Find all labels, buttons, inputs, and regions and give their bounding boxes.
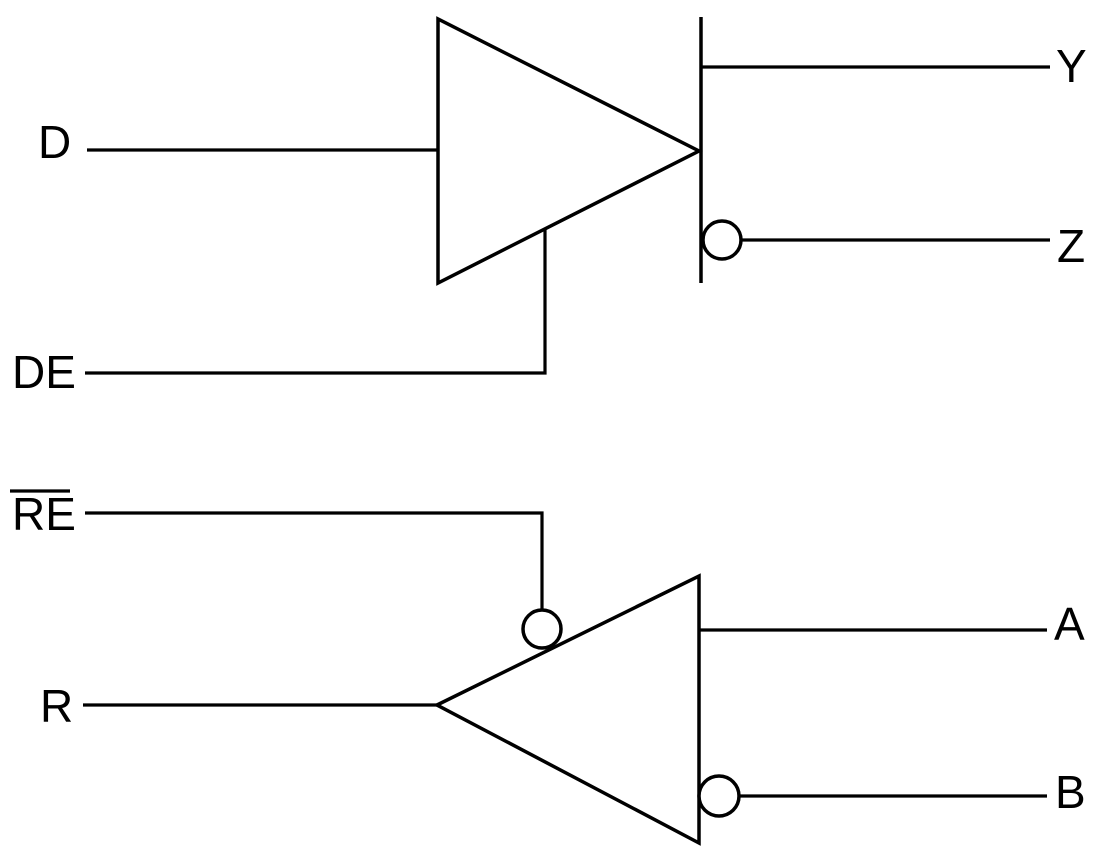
driver-output-z-label: Z xyxy=(1057,220,1085,272)
driver-input-label: D xyxy=(38,116,71,168)
driver-triangle xyxy=(436,16,703,286)
driver-enable-label: DE xyxy=(12,346,76,398)
receiver-input-b-label: B xyxy=(1055,766,1086,818)
receiver-section: RE R A B xyxy=(10,488,1086,846)
receiver-enable-label: RE xyxy=(12,488,76,540)
receiver-enable-inversion-bubble-icon xyxy=(521,608,563,650)
receiver-enable-wire xyxy=(85,511,544,610)
receiver-triangle xyxy=(433,573,701,846)
receiver-output-label: R xyxy=(40,680,73,732)
driver-section: D DE Y Z xyxy=(12,16,1087,398)
receiver-input-a-label: A xyxy=(1054,598,1085,650)
driver-z-inversion-bubble-icon xyxy=(701,219,743,261)
driver-enable-wire xyxy=(85,228,547,375)
driver-output-y-label: Y xyxy=(1056,40,1087,92)
receiver-b-inversion-bubble-icon xyxy=(697,774,741,818)
